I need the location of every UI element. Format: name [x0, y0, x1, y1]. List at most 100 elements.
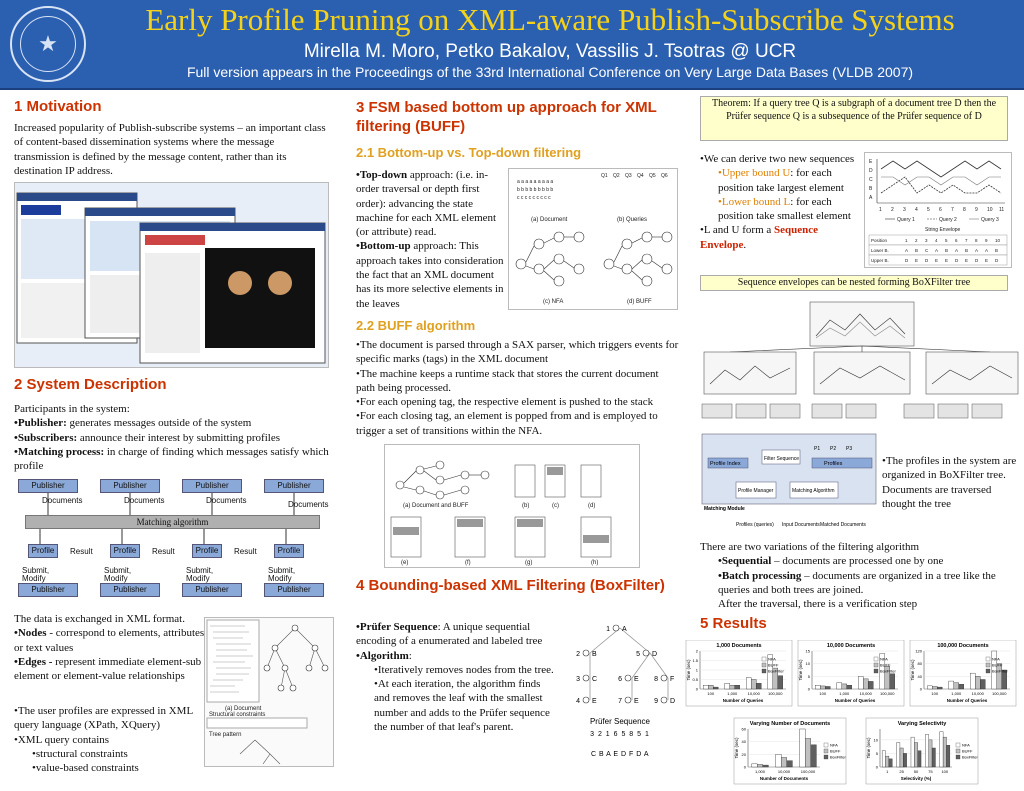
structural-constraint: •structural constraints — [32, 747, 128, 760]
tree-node-label: E — [592, 698, 597, 705]
poster-title: Early Profile Pruning on XML-aware Publi… — [145, 2, 955, 37]
env-x-tick: 7 — [951, 207, 954, 213]
upper-item: •Upper bound U: for each position take l… — [700, 166, 865, 195]
result-legend-label: BoxFilter — [962, 755, 978, 760]
documents-label-4: Documents — [288, 500, 329, 509]
query-q6: Q6 — [661, 173, 668, 179]
env-x-tick: 2 — [891, 207, 894, 213]
theorem-box: Theorem: If a query tree Q is a subgraph… — [700, 96, 1008, 141]
bottomup-label: •Bottom-up — [356, 240, 411, 253]
result-bar — [958, 684, 964, 690]
query-contains: •XML query contains — [14, 733, 110, 746]
section-4-heading: 4 Bounding-based XML Filtering (BoxFilte… — [356, 577, 665, 594]
tree-node-label: A — [622, 626, 627, 633]
section-3-heading: 3 FSM based bottom up approach for XML f… — [356, 99, 657, 135]
env-table-cell: B — [915, 248, 918, 253]
fig-stack-g-caption: (g) — [525, 560, 532, 566]
tree-node-number: 6 — [618, 676, 622, 683]
result-y-tick: 40 — [742, 739, 747, 744]
fig-stack-d-caption: (d) — [588, 503, 595, 509]
env-table-cell: 1 — [905, 238, 908, 243]
publisher-box-1: Publisher — [18, 479, 78, 493]
env-table-cell: A — [955, 248, 958, 253]
result-legend-swatch — [985, 656, 991, 662]
env-table-row-label: Upper B. — [871, 258, 889, 263]
fig-buff-caption: (d) BUFF — [627, 299, 652, 305]
modify-label-1: Modify — [22, 574, 46, 583]
result-bar — [970, 672, 976, 690]
env-x-tick: 9 — [975, 207, 978, 213]
tree-node-label: C — [592, 676, 597, 683]
result-bar — [937, 686, 943, 690]
result-bar — [939, 731, 944, 768]
result-bar — [928, 739, 933, 768]
arch-profile-manager: Profile Manager — [738, 488, 774, 494]
result-y-tick: 20 — [742, 752, 747, 757]
result-y-tick: 10 — [806, 661, 811, 666]
fig-stack-f-caption: (f) — [465, 560, 471, 566]
result-x-tick: 100,000 — [880, 691, 895, 696]
result-bar — [858, 676, 864, 690]
result-legend-label: BUFF — [992, 663, 1003, 668]
tree-node-number: 5 — [636, 651, 640, 658]
xml-doc-caption: (a) Document — [225, 706, 262, 712]
result-bar — [948, 680, 954, 690]
result-y-tick: 0 — [876, 765, 879, 770]
result-bar — [953, 682, 959, 690]
fig-stack-b-caption: (b) — [522, 503, 529, 509]
nodes-label: •Nodes — [14, 627, 47, 640]
fig-stack-e-caption: (e) — [401, 560, 408, 566]
section-2-heading: 2 System Description — [14, 376, 167, 393]
result-bar — [810, 744, 817, 768]
publisher-text: generates messages outside of the system — [66, 417, 252, 430]
result-bar — [751, 679, 757, 690]
tree-node-label: D — [652, 651, 657, 658]
query-q1: Q1 — [601, 173, 608, 179]
result-bar — [980, 679, 986, 690]
env-table-cell: A — [975, 248, 978, 253]
result-legend-label: BUFF — [830, 749, 841, 754]
buff-stack-figure: (a) Document and BUFF (b) (c) (d) (e) (f… — [384, 444, 640, 568]
submit-label-1: Submit, — [22, 566, 50, 575]
xml-description: The data is exchanged in XML format. •No… — [14, 612, 210, 683]
result-x-tick: 1 — [886, 769, 889, 774]
result-bar — [729, 685, 735, 690]
algorithm-colon: : — [408, 649, 412, 662]
env-table-cell: 2 — [915, 238, 918, 243]
result-legend-swatch — [873, 662, 879, 668]
arch-matching-module: Matching Module — [704, 506, 745, 512]
matching-item: •Matching process: in charge of finding … — [14, 445, 334, 474]
tree-node-circle — [660, 696, 668, 704]
fig-stack-c-caption: (c) — [552, 503, 559, 509]
result-chart-title: Varying Selectivity — [898, 721, 948, 727]
tree-node-number: 9 — [654, 698, 658, 705]
subscriber-box-4: Publisher — [264, 583, 324, 597]
query-q2: Q2 — [613, 173, 620, 179]
result-bar — [899, 747, 904, 768]
publisher-box-4: Publisher — [264, 479, 324, 493]
tree-node-number: 4 — [576, 698, 580, 705]
nfa-buff-graphic: a a a a a a a a a b b b b b b b b b c c … — [515, 173, 673, 305]
result-y-tick: 0 — [696, 687, 699, 692]
result-bar — [820, 685, 826, 690]
result-bar — [713, 686, 719, 690]
section-1-heading: 1 Motivation — [14, 98, 102, 115]
variations-text: There are two variations of the filterin… — [700, 540, 1020, 611]
bottomup-text: approach: This approach takes into consi… — [356, 240, 504, 310]
tree-node-circle — [582, 696, 590, 704]
result-bar — [942, 736, 947, 768]
query-q3: Q3 — [625, 173, 632, 179]
section-1-body: Increased popularity of Publish-subscrib… — [14, 122, 326, 177]
arch-p3: P3 — [846, 446, 852, 452]
subscriber-box-3: Publisher — [182, 583, 242, 597]
result-bar — [777, 675, 783, 690]
profiles-boxfilter-text: •The profiles in the system are organize… — [882, 455, 1017, 510]
result-x-label: Number of Queries — [835, 698, 876, 703]
svg-text:c c c c c c c c c: c c c c c c c c c — [517, 195, 551, 201]
tree-node-circle — [624, 674, 632, 682]
result-y-tick: 1 — [696, 668, 699, 673]
